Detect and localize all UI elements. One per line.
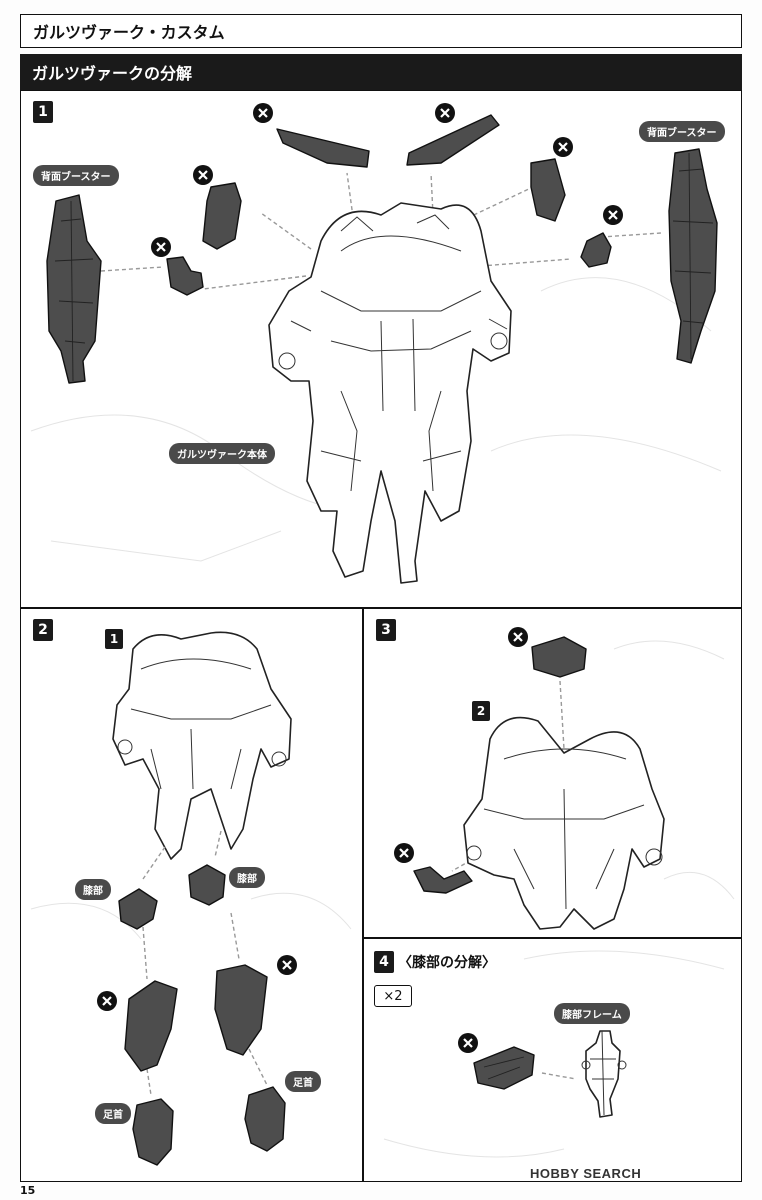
step-4-illustration	[383, 950, 725, 1158]
remove-x-icon	[508, 627, 528, 647]
step-1-panel: 1 背面ブースター 背面ブースター ガルツヴァーク本体	[20, 90, 742, 608]
step-3-ref-badge: 2	[472, 701, 490, 721]
remove-x-icon	[394, 843, 414, 863]
knee-frame-label: 膝部フレーム	[554, 1003, 630, 1024]
remove-x-icon	[553, 137, 573, 157]
step-2-panel: 2 1 膝部 膝部 足首 足首	[20, 608, 363, 1182]
step-4-panel: 4 〈膝部の分解〉 ×2 膝部フレーム	[363, 938, 742, 1182]
manual-title-text: ガルツヴァーク・カスタム	[33, 23, 225, 42]
step-4-badge: 4	[374, 951, 394, 973]
robot-body-drawing	[268, 202, 512, 584]
step-3-panel: 3 2	[363, 608, 742, 938]
remove-x-icon	[97, 991, 117, 1011]
remove-x-icon	[193, 165, 213, 185]
remove-x-icon	[458, 1033, 478, 1053]
step-1-badge: 1	[33, 101, 53, 123]
step-1-illustration	[30, 114, 722, 584]
remove-x-icon	[603, 205, 623, 225]
step-3-illustration	[413, 636, 735, 930]
quantity-badge: ×2	[374, 985, 412, 1007]
body-label: ガルツヴァーク本体	[169, 443, 275, 464]
remove-x-icon	[151, 237, 171, 257]
knee-right-label: 膝部	[229, 867, 265, 888]
page-number: 15	[20, 1184, 36, 1197]
step-2-ref-badge: 1	[105, 629, 123, 649]
step-4-title: 〈膝部の分解〉	[398, 955, 496, 971]
section-header: ガルツヴァークの分解	[20, 54, 742, 90]
manual-title: ガルツヴァーク・カスタム	[20, 14, 742, 48]
right-booster-label: 背面ブースター	[639, 121, 725, 142]
knee-left-label: 膝部	[75, 879, 111, 900]
section-header-text: ガルツヴァークの分解	[32, 64, 193, 83]
ankle-left-label: 足首	[95, 1103, 131, 1124]
left-booster-label: 背面ブースター	[33, 165, 119, 186]
remove-x-icon	[435, 103, 455, 123]
watermark: HOBBY SEARCH	[530, 1166, 642, 1181]
step-3-badge: 3	[376, 619, 396, 641]
step-4-heading: 4 〈膝部の分解〉	[374, 951, 496, 973]
remove-x-icon	[253, 103, 273, 123]
remove-x-icon	[277, 955, 297, 975]
step-2-badge: 2	[33, 619, 53, 641]
ankle-right-label: 足首	[285, 1071, 321, 1092]
step-2-illustration	[30, 631, 352, 1166]
